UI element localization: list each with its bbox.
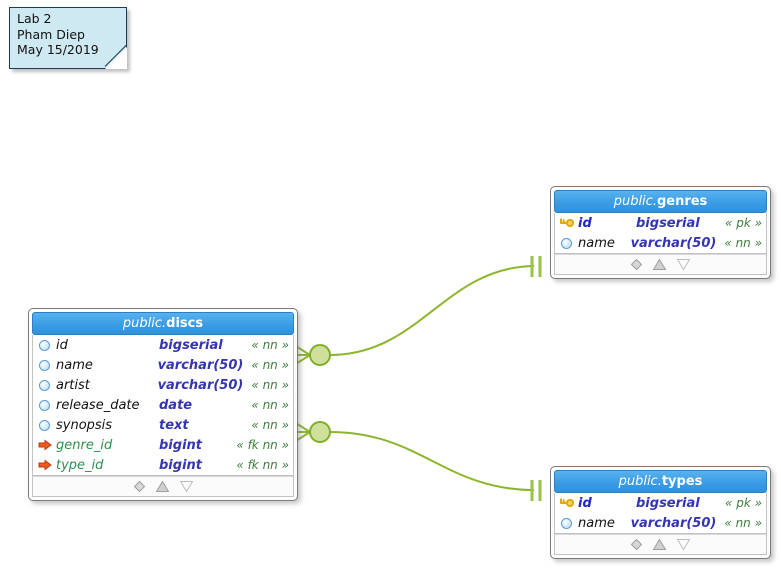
- triangle-down-icon[interactable]: [677, 539, 690, 550]
- triangle-down-icon[interactable]: [677, 259, 690, 270]
- relationship-discs-types[interactable]: [290, 419, 542, 501]
- column-dot-icon: [36, 339, 53, 351]
- triangle-up-icon[interactable]: [653, 539, 666, 550]
- column-flags: « nn »: [251, 378, 289, 392]
- relationship-discs-genres[interactable]: [290, 256, 542, 368]
- schema-label: public.: [613, 194, 657, 209]
- foreign-key-icon: [36, 459, 53, 471]
- column-flags: « pk »: [724, 216, 762, 230]
- foreign-key-icon: [36, 439, 53, 451]
- entity-table-discs[interactable]: public.discs id bigserial « nn » name va…: [28, 308, 298, 501]
- column-dot-icon: [36, 359, 53, 371]
- table-footer-genres[interactable]: [554, 254, 767, 275]
- triangle-up-icon[interactable]: [155, 481, 169, 492]
- schema-label: public.: [618, 474, 662, 489]
- entity-table-genres[interactable]: public.genres id bigserial « pk » name v…: [550, 186, 771, 279]
- note-line-1: Lab 2: [17, 11, 52, 26]
- table-name-label: genres: [656, 194, 708, 209]
- table-name-label: types: [661, 474, 703, 489]
- table-row[interactable]: genre_id bigint « fk nn »: [33, 435, 293, 455]
- table-row[interactable]: artist varchar(50) « nn »: [33, 375, 293, 395]
- table-row[interactable]: name varchar(50) « nn »: [555, 233, 766, 253]
- table-footer-types[interactable]: [554, 534, 767, 555]
- column-type: varchar(50): [157, 357, 244, 373]
- table-row[interactable]: name varchar(50) « nn »: [33, 355, 293, 375]
- column-type: bigserial: [636, 495, 700, 511]
- column-flags: « nn »: [724, 516, 762, 530]
- column-type: bigint: [159, 457, 202, 473]
- entity-table-types[interactable]: public.types id bigserial « pk » name va…: [550, 466, 771, 559]
- table-header-types[interactable]: public.types: [554, 470, 767, 493]
- note-line-3: May 15/2019: [17, 42, 99, 57]
- primary-key-icon: [558, 497, 575, 509]
- note-fold-corner-icon: [105, 47, 127, 69]
- triangle-down-icon[interactable]: [179, 481, 193, 492]
- column-dot-icon: [558, 237, 575, 249]
- column-list-discs: id bigserial « nn » name varchar(50) « n…: [32, 335, 294, 476]
- schema-label: public.: [122, 316, 167, 331]
- column-name: name: [578, 235, 615, 251]
- column-flags: « nn »: [251, 398, 289, 412]
- column-dot-icon: [36, 379, 53, 391]
- table-row[interactable]: id bigserial « pk »: [555, 493, 766, 513]
- column-type: date: [159, 397, 193, 413]
- table-footer-discs[interactable]: [32, 476, 294, 497]
- column-name: artist: [56, 377, 90, 393]
- column-name: synopsis: [56, 417, 113, 433]
- column-name: type_id: [56, 457, 104, 473]
- diagram-note[interactable]: Lab 2 Pham Diep May 15/2019: [9, 7, 127, 69]
- column-flags: « nn »: [724, 236, 762, 250]
- table-row[interactable]: synopsis text « nn »: [33, 415, 293, 435]
- table-row[interactable]: type_id bigint « fk nn »: [33, 455, 293, 475]
- column-list-types: id bigserial « pk » name varchar(50) « n…: [554, 493, 767, 534]
- column-flags: « fk nn »: [236, 438, 289, 452]
- column-name: name: [578, 515, 615, 531]
- column-name: id: [578, 215, 592, 231]
- triangle-up-icon[interactable]: [653, 259, 666, 270]
- column-flags: « fk nn »: [236, 458, 289, 472]
- column-type: bigint: [159, 437, 202, 453]
- column-dot-icon: [36, 399, 53, 411]
- column-name: id: [56, 337, 68, 353]
- diamond-icon[interactable]: [631, 259, 642, 270]
- column-name: name: [56, 357, 93, 373]
- column-name: release_date: [56, 397, 140, 413]
- column-dot-icon: [558, 517, 575, 529]
- table-row[interactable]: id bigserial « pk »: [555, 213, 766, 233]
- column-flags: « nn »: [251, 338, 289, 352]
- column-name: genre_id: [56, 437, 113, 453]
- column-flags: « pk »: [724, 496, 762, 510]
- column-flags: « nn »: [251, 358, 289, 372]
- column-type: bigserial: [636, 215, 700, 231]
- diamond-icon[interactable]: [631, 539, 642, 550]
- column-type: varchar(50): [630, 515, 717, 531]
- table-name-label: discs: [166, 316, 204, 331]
- table-header-discs[interactable]: public.discs: [32, 312, 294, 335]
- column-name: id: [578, 495, 592, 511]
- table-header-genres[interactable]: public.genres: [554, 190, 767, 213]
- column-type: bigserial: [159, 337, 223, 353]
- column-type: varchar(50): [157, 377, 244, 393]
- primary-key-icon: [558, 217, 575, 229]
- column-list-genres: id bigserial « pk » name varchar(50) « n…: [554, 213, 767, 254]
- table-row[interactable]: name varchar(50) « nn »: [555, 513, 766, 533]
- column-flags: « nn »: [251, 418, 289, 432]
- column-type: text: [159, 417, 189, 433]
- column-dot-icon: [36, 419, 53, 431]
- table-row[interactable]: release_date date « nn »: [33, 395, 293, 415]
- diamond-icon[interactable]: [133, 481, 145, 492]
- column-type: varchar(50): [630, 235, 717, 251]
- table-row[interactable]: id bigserial « nn »: [33, 335, 293, 355]
- note-line-2: Pham Diep: [17, 26, 85, 42]
